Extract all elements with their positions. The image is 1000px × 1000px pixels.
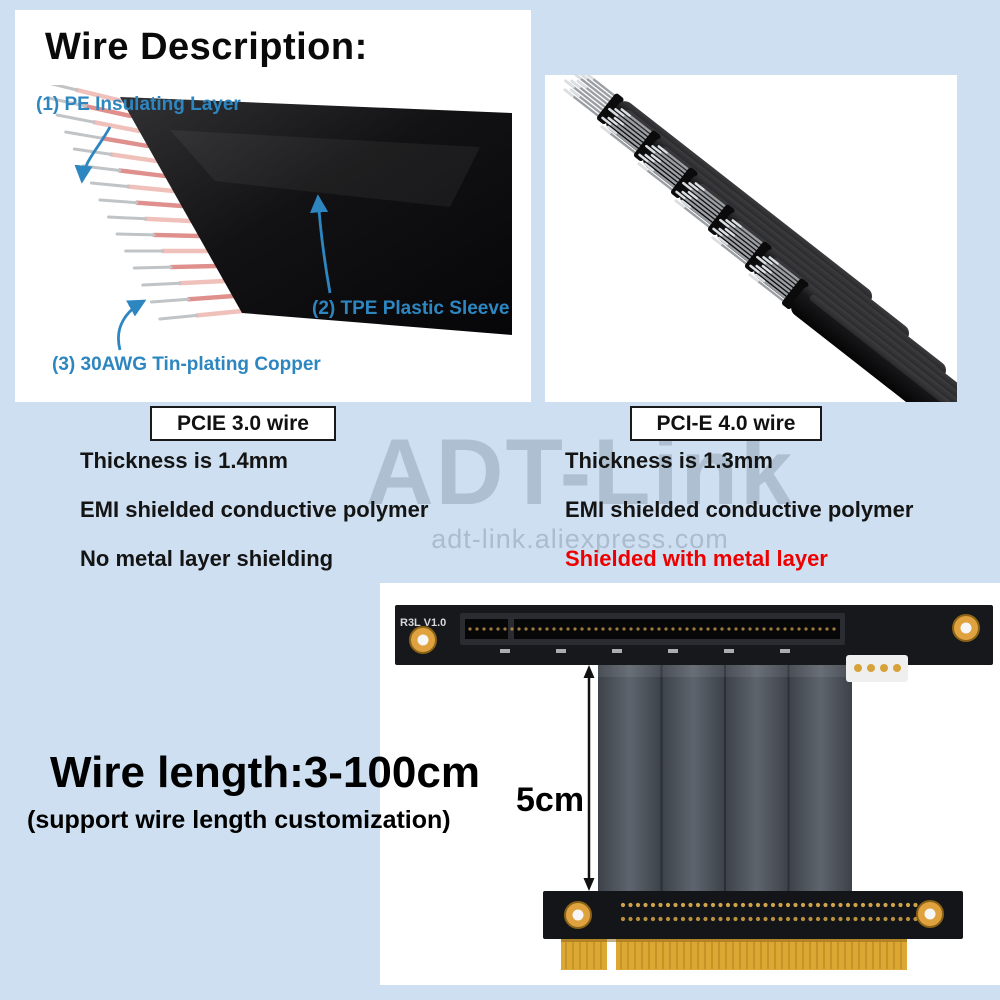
mount-hole-center — [924, 908, 936, 920]
gap-length-label: 5cm — [516, 781, 584, 819]
connector-pin — [880, 664, 888, 672]
wire-length-title: Wire length:3-100cm — [50, 748, 480, 797]
gold-edge-connector — [561, 939, 907, 970]
pcie4-cables-photo — [563, 75, 957, 402]
power-connector — [846, 655, 908, 682]
mount-hole-center — [960, 622, 972, 634]
connector-pin — [867, 664, 875, 672]
riser-card-photo: R3L V1.0 5cm — [395, 605, 993, 970]
arrow-2-icon — [309, 194, 332, 294]
annotation-pe-insulating-layer: (1) PE Insulating Layer — [36, 94, 241, 115]
connector-pin — [893, 664, 901, 672]
pcie3-wire-label: PCIE 3.0 wire — [177, 411, 309, 435]
length-arrow — [583, 665, 595, 891]
spec-pcie3-thickness: Thickness is 1.4mm — [80, 448, 288, 473]
flat-ribbon-cable-photo — [47, 85, 512, 351]
pcie3-wire-label-box: PCIE 3.0 wire — [150, 406, 336, 441]
arrow-1-icon — [74, 126, 112, 184]
mount-hole-center — [417, 634, 429, 646]
pcie-slot-contacts — [468, 627, 836, 631]
riser-top-board: R3L V1.0 — [395, 605, 993, 682]
spec-pcie3-shielding: No metal layer shielding — [80, 546, 334, 571]
mount-hole-center — [572, 909, 584, 921]
pcie4-wire-label-box: PCI-E 4.0 wire — [630, 406, 822, 441]
silkscreen-marks — [500, 649, 790, 653]
arrow-3-icon — [117, 299, 147, 351]
connector-pin — [854, 664, 862, 672]
stacked-flat-cables — [563, 75, 957, 402]
wire-length-subtitle: (support wire length customization) — [27, 806, 451, 834]
spec-pcie4-shielding: Shielded with metal layer — [565, 546, 828, 571]
spec-pcie4-thickness: Thickness is 1.3mm — [565, 448, 773, 473]
solder-pin-rows — [620, 902, 926, 922]
riser-bottom-board — [543, 891, 963, 970]
spec-pcie4-emi: EMI shielded conductive polymer — [565, 497, 914, 522]
ribbon-cable — [598, 661, 852, 894]
spec-pcie3-emi: EMI shielded conductive polymer — [80, 497, 429, 522]
page-title: Wire Description: — [45, 26, 368, 68]
annotation-30awg-copper: (3) 30AWG Tin-plating Copper — [52, 354, 321, 375]
board-model-label: R3L V1.0 — [400, 617, 446, 629]
cable-body — [120, 97, 512, 335]
stripped-wires — [47, 85, 245, 321]
cable-sheen — [170, 130, 480, 207]
annotation-tpe-plastic-sleeve: (2) TPE Plastic Sleeve — [312, 298, 510, 319]
pcie4-wire-label: PCI-E 4.0 wire — [656, 411, 796, 435]
